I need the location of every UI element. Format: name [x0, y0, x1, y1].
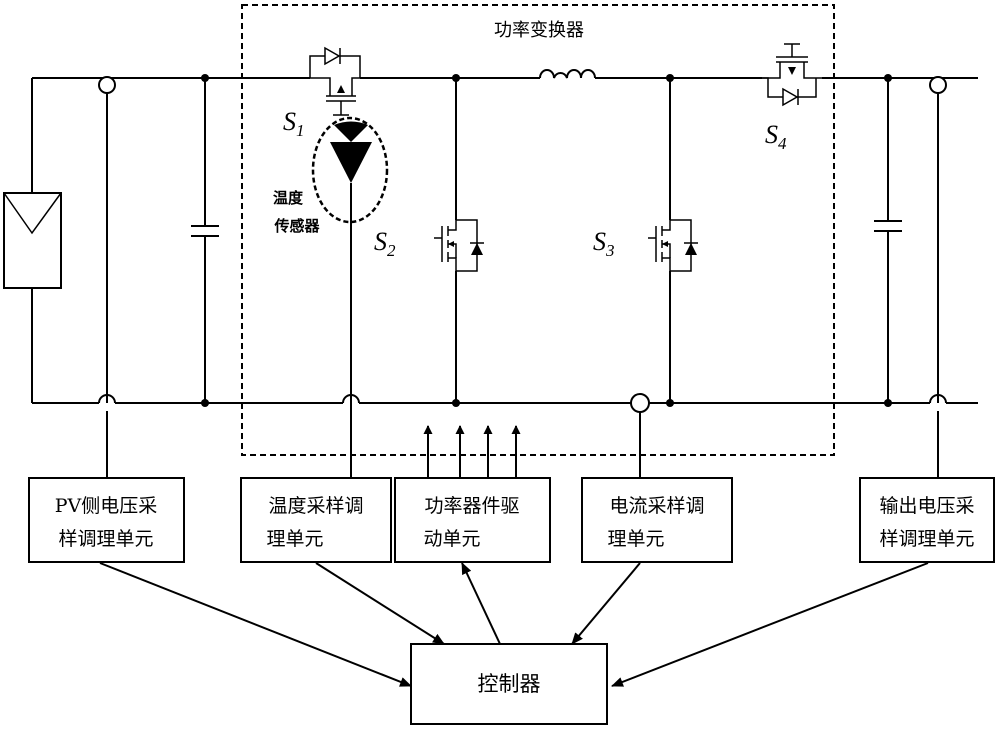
sensor-label-line2: 传感器 — [273, 217, 320, 235]
pv-panel — [3, 78, 62, 403]
current-unit: 电流采样调 理单元 — [581, 477, 733, 563]
switch-s2 — [434, 74, 484, 407]
svg-text:理单元: 理单元 — [266, 528, 323, 550]
svg-text:输出电压采: 输出电压采 — [879, 495, 974, 517]
s1-label: S1 — [283, 107, 305, 140]
power-converter-boundary — [241, 4, 835, 456]
pv-voltage-unit: PV侧电压采 样调理单元 — [28, 477, 185, 563]
input-capacitor — [191, 74, 219, 407]
pv-voltage-sense-point — [98, 76, 116, 94]
output-capacitor — [874, 74, 902, 407]
temperature-sensor — [311, 116, 389, 478]
controller: 控制器 — [410, 643, 608, 725]
output-voltage-unit: 输出电压采 样调理单元 — [859, 477, 995, 563]
switch-s1 — [309, 46, 361, 116]
svg-text:PV侧电压采: PV侧电压采 — [55, 495, 158, 517]
temperature-unit: 温度采样调 理单元 — [240, 477, 392, 563]
inductor — [539, 69, 596, 79]
current-sense-point — [630, 393, 650, 413]
output-voltage-sense-point — [929, 76, 947, 94]
bottom-rail — [32, 394, 978, 404]
signal-arrows — [99, 562, 929, 687]
driver-output-arrows — [423, 425, 521, 478]
switch-s4 — [762, 43, 822, 107]
svg-text:样调理单元: 样调理单元 — [879, 528, 974, 550]
s2-label: S2 — [374, 227, 396, 260]
driver-unit: 功率器件驱 动单元 — [394, 477, 551, 563]
s4-label: S4 — [765, 120, 787, 153]
sensor-label-line1: 温度 — [273, 189, 304, 207]
svg-text:温度采样调: 温度采样调 — [268, 495, 363, 517]
svg-text:电流采样调: 电流采样调 — [609, 495, 704, 517]
svg-text:理单元: 理单元 — [607, 528, 664, 550]
svg-text:功率器件驱: 功率器件驱 — [424, 495, 519, 517]
switch-s3 — [648, 74, 698, 407]
svg-text:样调理单元: 样调理单元 — [58, 528, 153, 550]
s3-label: S3 — [593, 227, 615, 260]
power-converter-title: 功率变换器 — [494, 20, 584, 41]
svg-text:控制器: 控制器 — [478, 672, 541, 696]
svg-text:动单元: 动单元 — [423, 528, 480, 550]
